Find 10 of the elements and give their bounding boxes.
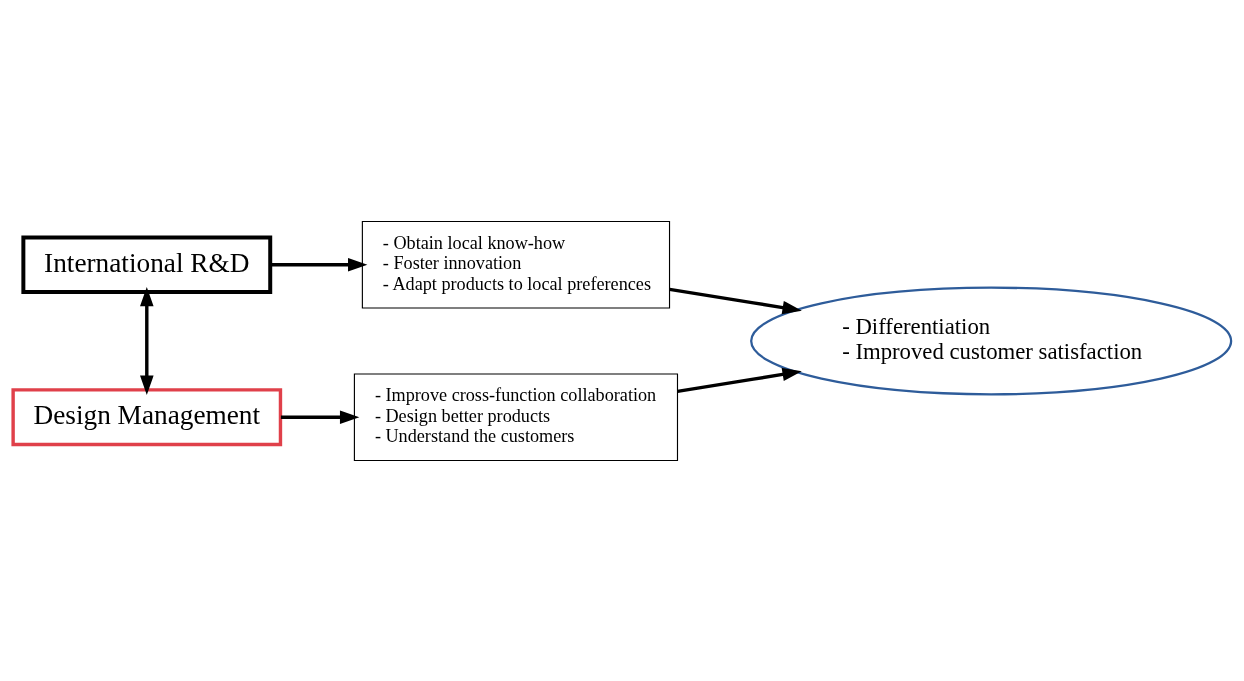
arrow [270,257,368,272]
arrow [140,286,154,395]
node-box: Design Management [11,387,283,446]
arrow [669,287,802,314]
arrow [280,409,360,424]
node-box: - Improve cross-function collaboration - Design better products - Understand the customers [353,372,679,461]
node-ellipse: - Differentiation - Improved customer satisfaction [750,286,1233,395]
node-box: - Obtain local know-how - Foster innovation - Adapt products to local preferences [361,220,671,309]
arrow [677,367,802,393]
node-box: International R&D [21,235,273,294]
